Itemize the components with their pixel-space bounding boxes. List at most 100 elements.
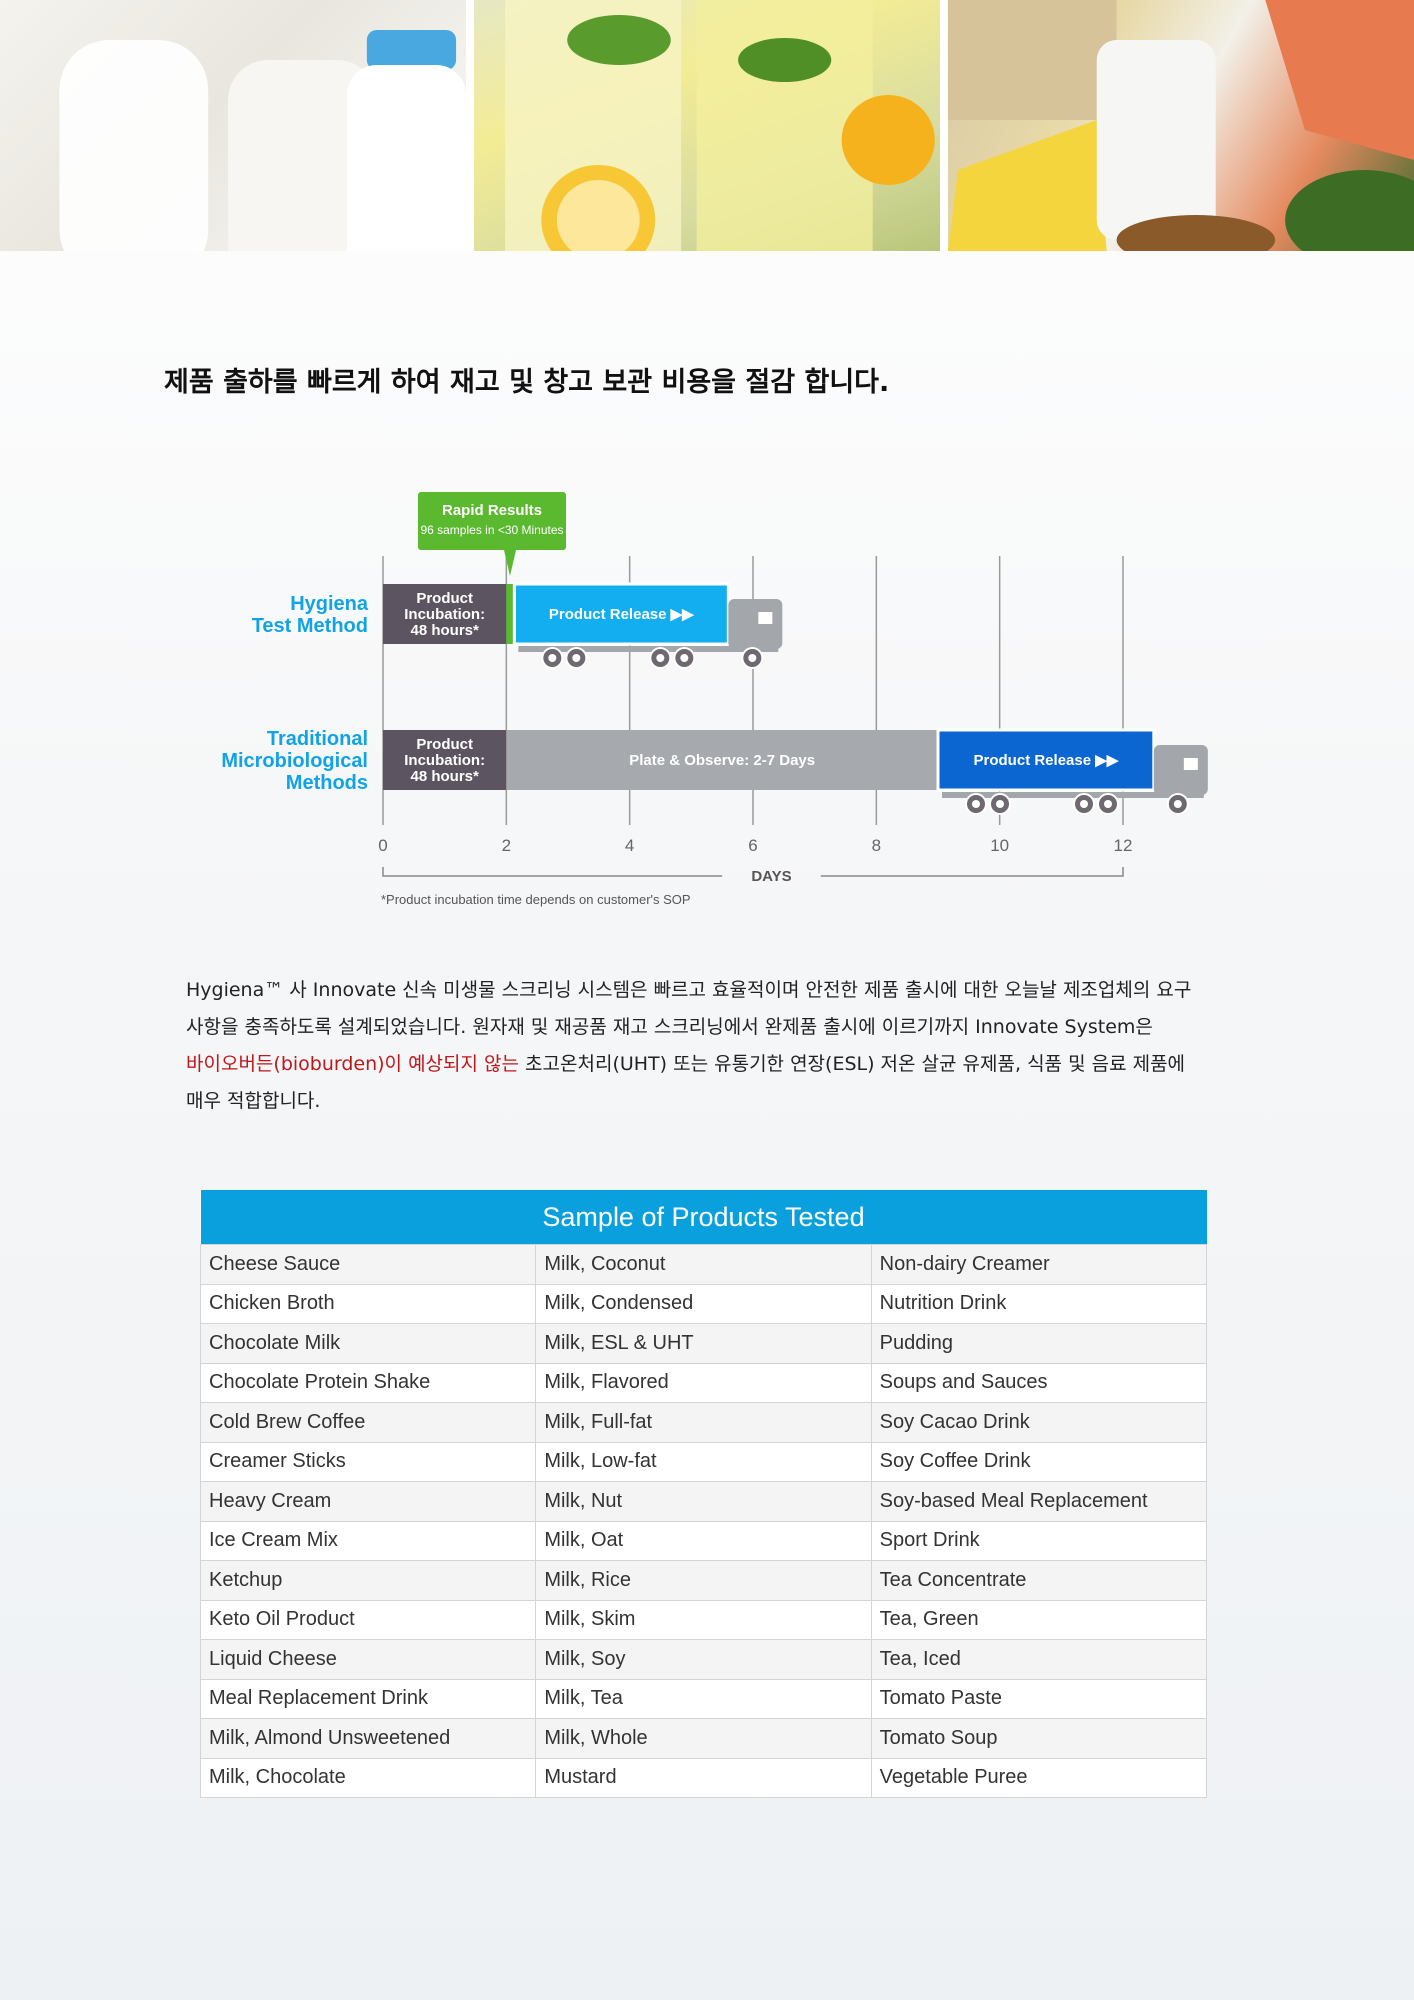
table-cell: Soups and Sauces [870,1362,1208,1403]
table-cell: Milk, Soy [535,1639,872,1680]
table-cell: Heavy Cream [199,1481,537,1522]
table-cell: Milk, Flavored [535,1362,872,1403]
table-cell: Milk, Rice [535,1560,872,1601]
truck-icon [942,745,1208,815]
x-tick-label: 0 [378,836,387,855]
table-cell: Milk, Almond Unsweetened [199,1718,537,1759]
description-line-1: Hygiena™ 사 Innovate 신속 미생물 스크리닝 시스템은 빠르고… [186,979,1192,1001]
bar-label: Incubation: [404,752,485,769]
table-cell: Milk, Low-fat [535,1441,872,1482]
table-cell: Liquid Cheese [199,1639,537,1680]
table-cell: Ice Cream Mix [199,1520,537,1561]
chart-footnote: *Product incubation time depends on cust… [381,892,691,907]
table-cell: Ketchup [199,1560,537,1601]
description-line-4: 매우 적합합니다. [186,1090,321,1112]
incubation-bar [383,584,507,644]
row-label: Microbiological [221,750,368,772]
description-line-3: 초고온처리(UHT) 또는 유통기한 연장(ESL) 저온 살균 유제품, 식품… [519,1053,1186,1075]
table-cell: Meal Replacement Drink [199,1678,537,1719]
bar-label: Product [416,590,473,607]
rapid-results-bar [506,584,515,644]
callout-subtitle: 96 samples in <30 Minutes [420,523,563,537]
row-label: Test Method [252,615,368,637]
dairy-salmon-grain-photo [948,0,1414,251]
row-label: Traditional [267,728,368,750]
x-tick-label: 2 [502,836,511,855]
row-label: Methods [286,772,368,794]
bar-label: Product [416,736,473,753]
products-table-title: Sample of Products Tested [200,1190,1207,1245]
table-cell: Milk, Oat [535,1520,872,1561]
table-cell: Milk, Full-fat [535,1402,872,1443]
table-cell: Tea, Green [870,1599,1208,1640]
table-cell: Milk, Whole [535,1718,872,1759]
incubation-bar [383,730,507,790]
row-label: Hygiena [290,593,369,615]
table-cell: Chicken Broth [199,1283,537,1324]
table-cell: Soy Coffee Drink [870,1441,1208,1482]
table-cell: Sport Drink [870,1520,1208,1561]
table-cell: Tomato Soup [870,1718,1208,1759]
table-cell: Tea, Iced [870,1639,1208,1680]
bar-label: Plate & Observe: 2-7 Days [629,752,815,769]
x-tick-label: 12 [1114,836,1133,855]
x-tick-label: 10 [990,836,1009,855]
table-cell: Creamer Sticks [199,1441,537,1482]
table-cell: Vegetable Puree [870,1757,1208,1798]
table-cell: Tea Concentrate [870,1560,1208,1601]
table-cell: Milk, Coconut [535,1244,872,1285]
table-cell: Chocolate Milk [199,1323,537,1364]
callout-pointer [504,550,516,576]
bar-label: Product Release ▶▶ [549,606,695,623]
table-cell: Nutrition Drink [870,1283,1208,1324]
table-cell: Pudding [870,1323,1208,1364]
table-cell: Chocolate Protein Shake [199,1362,537,1403]
x-tick-label: 8 [872,836,881,855]
table-cell: Milk, ESL & UHT [535,1323,872,1364]
x-axis-label: DAYS [751,868,791,885]
callout-title: Rapid Results [442,502,542,519]
rapid-results-callout [418,492,566,550]
bar-label: Product Release ▶▶ [974,752,1120,769]
milk-bottles-photo [0,0,466,251]
days-axis-bracket [382,867,1124,877]
product-release-bar [936,728,1156,792]
table-cell: Keto Oil Product [199,1599,537,1640]
bar-label: 48 hours* [410,622,479,639]
x-tick-label: 6 [748,836,757,855]
table-cell: Milk, Chocolate [199,1757,537,1798]
table-cell: Cold Brew Coffee [199,1402,537,1443]
table-cell: Milk, Tea [535,1678,872,1719]
table-cell: Soy Cacao Drink [870,1402,1208,1443]
plate-bar [506,730,938,790]
description-paragraph: Hygiena™ 사 Innovate 신속 미생물 스크리닝 시스템은 빠르고… [186,972,1256,1120]
table-cell: Mustard [535,1757,872,1798]
bar-label: 48 hours* [410,768,479,785]
table-cell: Milk, Skim [535,1599,872,1640]
truck-icon [518,599,783,669]
description-line-2: 사항을 충족하도록 설계되었습니다. 원자재 및 재공품 재고 스크리닝에서 완… [186,1016,1153,1038]
hero-banner [0,0,1414,251]
lemonade-photo [474,0,940,251]
product-release-bar [512,582,730,646]
table-cell: Milk, Nut [535,1481,872,1522]
table-cell: Soy-based Meal Replacement [870,1481,1208,1522]
x-tick-label: 4 [625,836,634,855]
table-cell: Milk, Condensed [535,1283,872,1324]
